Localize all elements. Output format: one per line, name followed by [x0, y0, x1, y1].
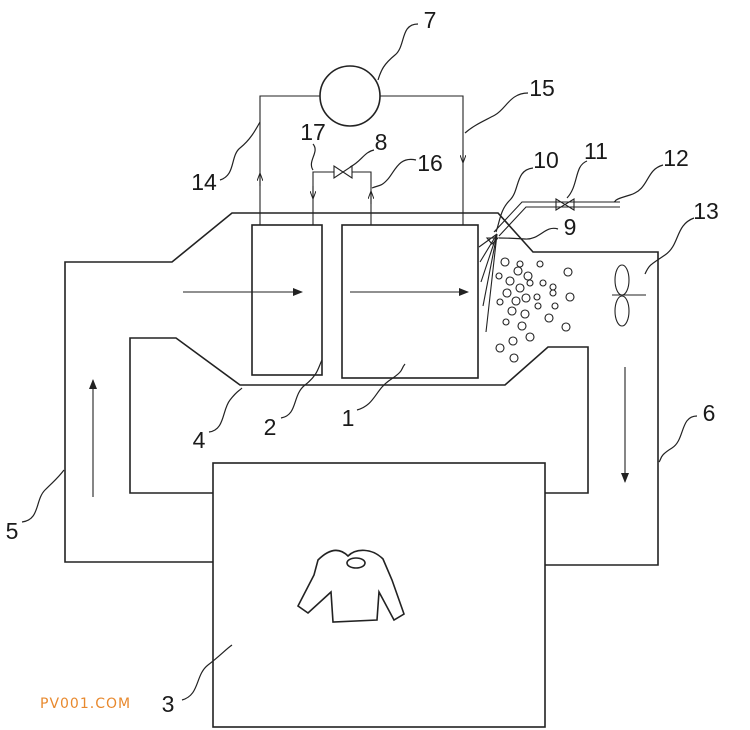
water-pipe-12-a [493, 201, 620, 233]
spray-nozzle-icon [478, 233, 500, 333]
leader-16 [371, 158, 417, 189]
garment-icon [296, 549, 405, 623]
label-14: 14 [191, 169, 217, 195]
pipe-17 [312, 171, 334, 225]
leader-3 [181, 644, 233, 701]
leader-17 [310, 143, 316, 171]
label-9: 9 [564, 214, 577, 240]
reference-numerals: 7 15 17 8 16 14 10 11 12 9 13 6 5 4 2 1 … [6, 7, 719, 717]
valve-8-icon [333, 164, 353, 180]
leader-2 [280, 359, 323, 419]
leader-15 [464, 92, 529, 134]
label-17: 17 [300, 119, 326, 145]
outer-duct-wall [64, 212, 659, 566]
leader-1 [356, 363, 406, 411]
leader-5 [21, 469, 65, 523]
inner-duct-wall [129, 337, 589, 494]
label-16: 16 [417, 150, 443, 176]
leader-lines [21, 23, 698, 701]
water-droplets [495, 257, 575, 363]
leader-4 [208, 387, 243, 433]
leader-12 [613, 164, 664, 203]
label-3: 3 [162, 691, 175, 717]
leader-14 [219, 121, 261, 181]
label-8: 8 [375, 129, 388, 155]
leader-8 [349, 149, 375, 168]
condenser-box-1 [341, 224, 479, 379]
label-1: 1 [342, 405, 355, 431]
valve-11-icon [555, 198, 575, 211]
leader-10 [495, 167, 534, 233]
watermark-text: PV001.COM [40, 696, 131, 712]
evaporator-box-2 [251, 224, 323, 376]
fan-13-icon [612, 264, 646, 327]
water-pipe-12-b [498, 206, 620, 237]
pipe-14 [259, 95, 320, 225]
garment-collar [346, 557, 366, 569]
label-2: 2 [264, 414, 277, 440]
leader-6 [658, 415, 698, 463]
leader-7 [377, 23, 419, 81]
leader-13 [644, 217, 695, 275]
compressor-circle [319, 65, 381, 127]
label-10: 10 [533, 147, 559, 173]
label-13: 13 [693, 198, 719, 224]
label-12: 12 [663, 145, 689, 171]
label-11: 11 [584, 138, 608, 164]
drum-chamber [212, 462, 546, 728]
label-15: 15 [529, 75, 555, 101]
label-7: 7 [424, 7, 437, 33]
label-5: 5 [6, 518, 19, 544]
pipe-15 [380, 95, 464, 225]
pipe-16 [352, 171, 372, 225]
label-4: 4 [193, 427, 206, 453]
leader-9 [498, 227, 559, 240]
label-6: 6 [703, 400, 716, 426]
leader-11 [566, 160, 588, 199]
